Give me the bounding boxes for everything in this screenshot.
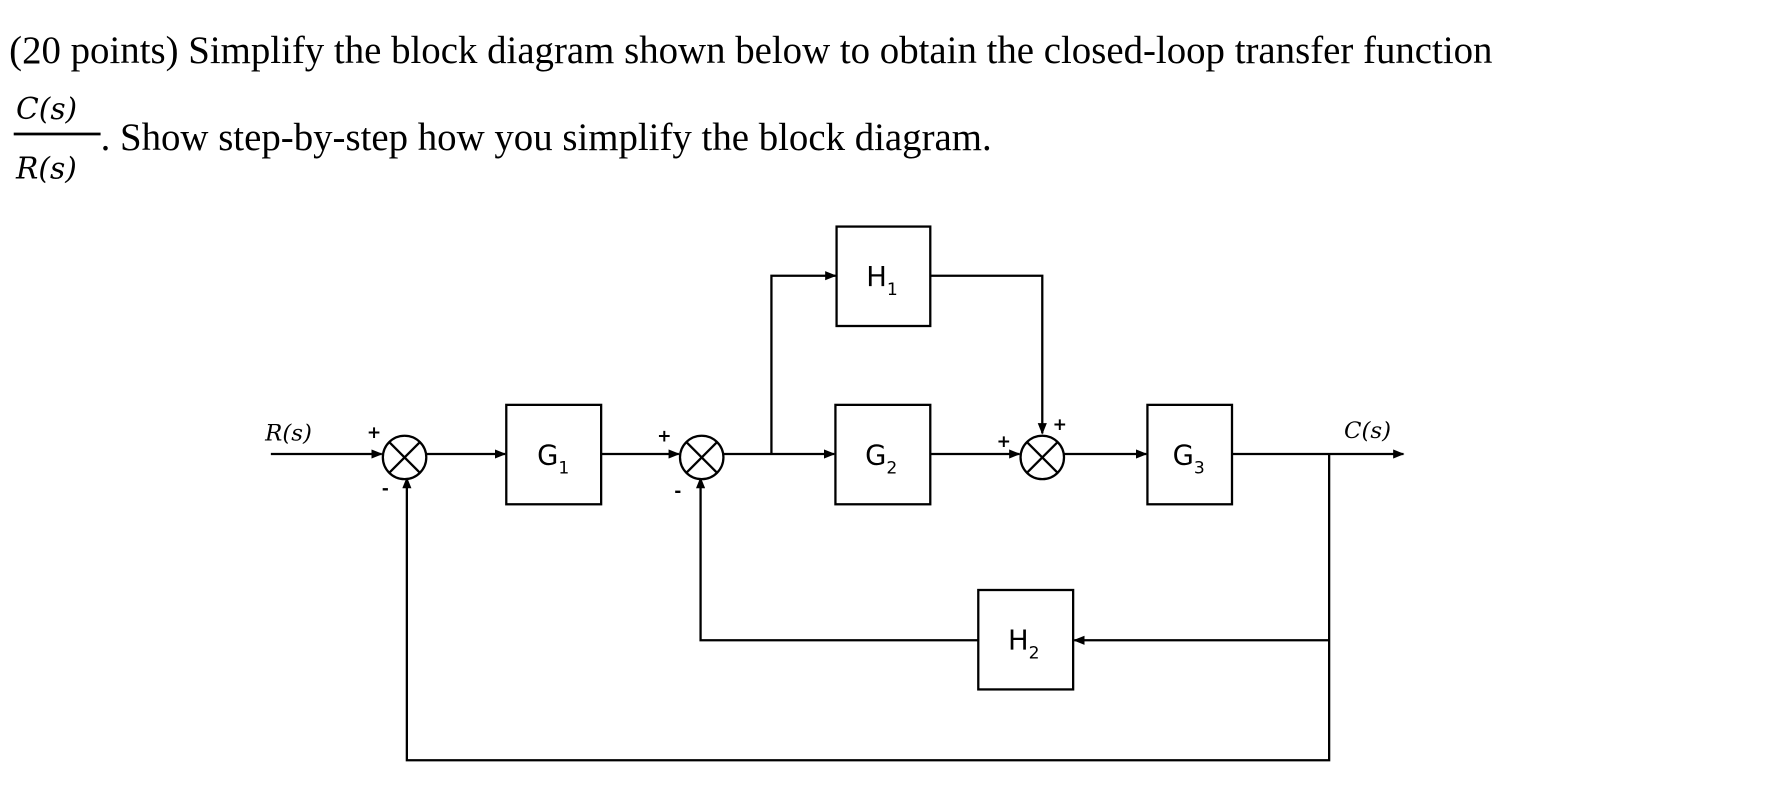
svg-text:G3: G3 — [1173, 440, 1205, 478]
summing-junction-2 — [678, 434, 725, 481]
sign-sum3-input: + — [997, 432, 1011, 452]
sign-sum1-input: + — [367, 423, 381, 443]
block-g3: G3 — [1146, 403, 1234, 506]
input-label: R(s) — [264, 420, 312, 446]
sign-sum1-feedback: - — [382, 479, 389, 499]
output-label: C(s) — [1344, 418, 1391, 444]
question-line-2: . Show step-by-step how you simplify the… — [101, 116, 992, 159]
svg-text:H1: H1 — [866, 262, 898, 300]
block-g1: G1 — [505, 403, 603, 506]
block-h1: H1 — [835, 225, 932, 328]
block-g2: G2 — [834, 403, 932, 506]
question-line-1: (20 points) Simplify the block diagram s… — [9, 29, 1492, 72]
block-h2: H2 — [977, 588, 1075, 691]
fraction-numerator: C(s) — [16, 92, 77, 127]
summing-junction-1 — [381, 434, 428, 481]
sign-sum3-top: + — [1053, 415, 1067, 435]
svg-text:G2: G2 — [865, 440, 897, 478]
summing-junction-3 — [1019, 434, 1066, 481]
signal-wires — [270, 271, 1405, 762]
svg-text:H2: H2 — [1008, 625, 1040, 663]
fraction-denominator: R(s) — [15, 152, 77, 187]
sign-sum2-input: + — [657, 426, 671, 446]
svg-text:G1: G1 — [537, 440, 569, 478]
sign-sum2-feedback: - — [674, 481, 681, 501]
